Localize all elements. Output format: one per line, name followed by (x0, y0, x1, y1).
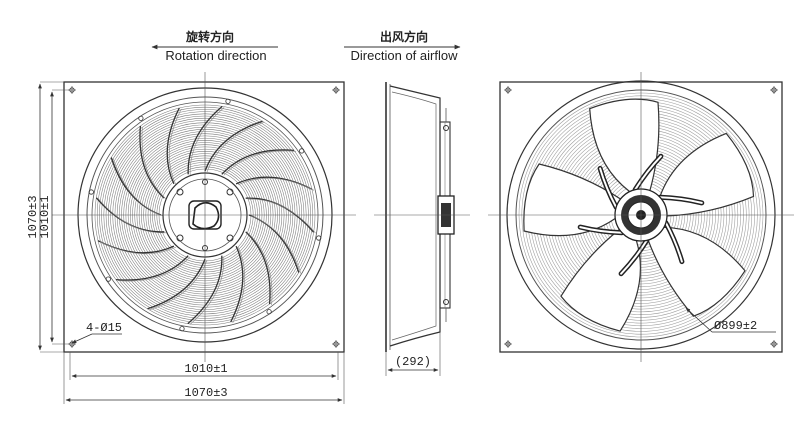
front-frame (63, 81, 345, 353)
impeller-blade (560, 228, 642, 332)
motor-support-arms (577, 153, 705, 277)
rotation-title-en: Rotation direction (165, 48, 266, 63)
airflow-heading: 出风方向 Direction of airflow (344, 29, 461, 63)
impeller-blade (589, 98, 660, 193)
grille-spokes (88, 98, 322, 332)
airflow-title-en: Direction of airflow (351, 48, 459, 63)
blade-diameter-leader (685, 307, 713, 333)
impeller-blade (523, 163, 622, 237)
front-view: 1070±3 1010±1 4-Ø15 1010±1 1070±3 (26, 72, 356, 404)
impeller-blades (523, 98, 755, 332)
dim-holes: 4-Ø15 (86, 321, 122, 335)
dim-mount-width: 1010±1 (184, 362, 227, 376)
dim-depth: (292) (395, 355, 431, 369)
rear-mounting-holes (504, 86, 778, 348)
dim-blade-diameter: Ø899±2 (714, 319, 757, 333)
rotation-title-cn: 旋转方向 (185, 29, 234, 44)
dim-overall-height: 1070±3 (26, 195, 40, 238)
side-view: (292) (374, 82, 470, 376)
hole-leader (71, 333, 93, 344)
dim-mount-height: 1010±1 (38, 195, 52, 238)
airflow-title-cn: 出风方向 (380, 29, 428, 44)
rotation-heading: 旋转方向 Rotation direction (151, 29, 278, 63)
impeller-blade (647, 226, 746, 317)
impeller-blade (659, 132, 755, 217)
dim-overall-width: 1070±3 (184, 386, 227, 400)
side-shroud (389, 85, 441, 347)
rear-view: Ø899±2 (488, 72, 794, 362)
